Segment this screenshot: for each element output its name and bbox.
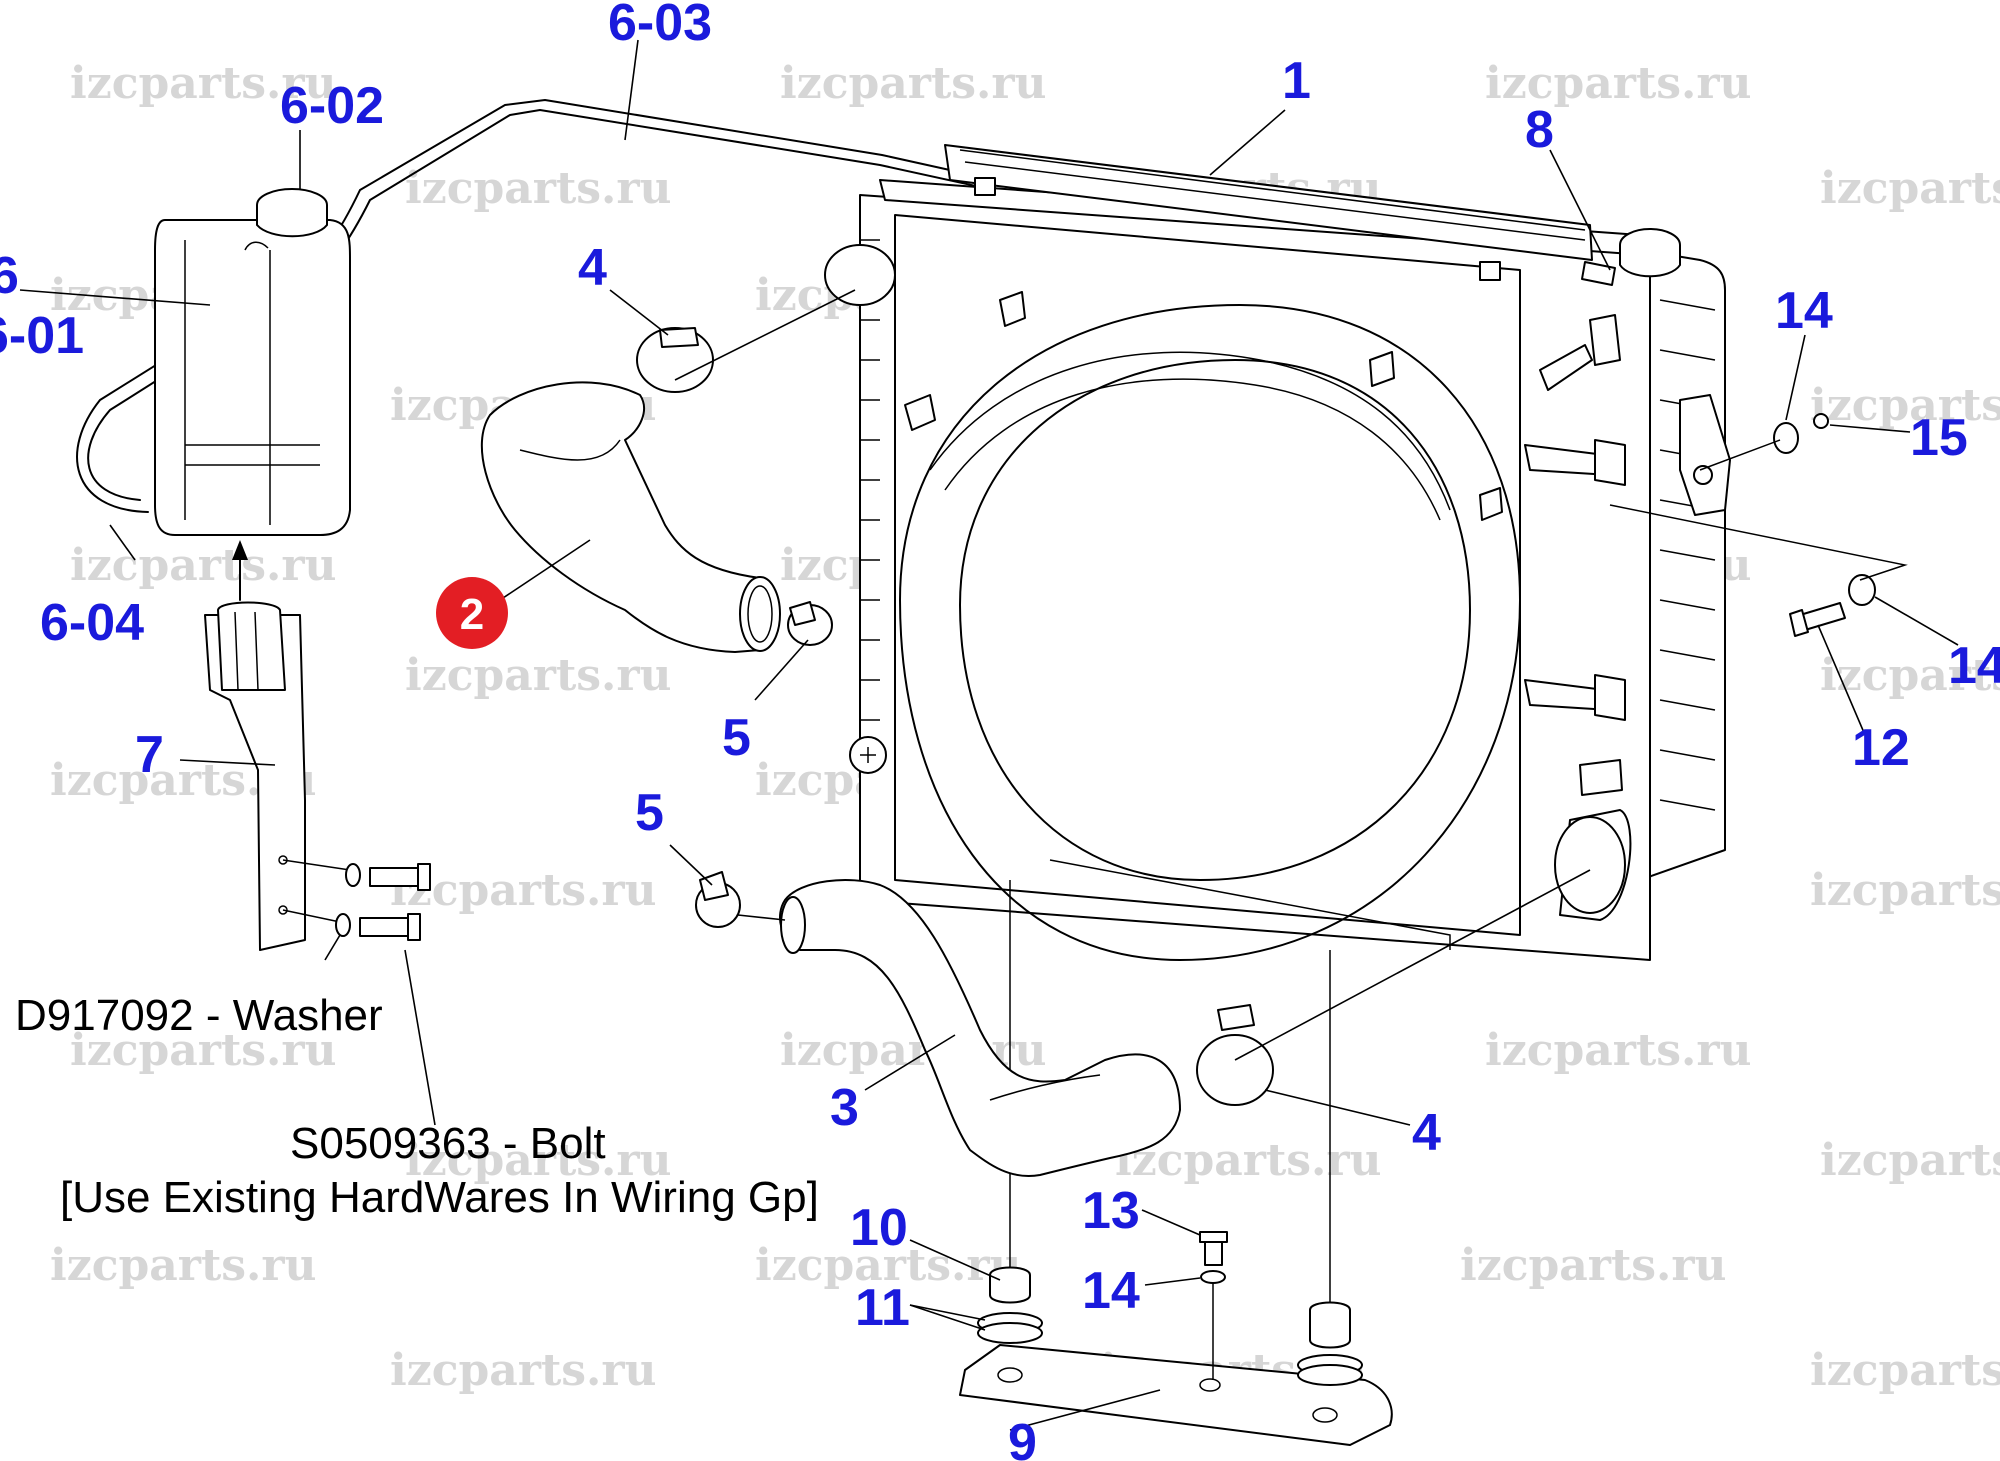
callout-13: 13 xyxy=(1082,1182,1140,1240)
mounting-plate xyxy=(959,1344,1393,1446)
radiator-core xyxy=(824,144,1731,1320)
watermark: izcparts.ru xyxy=(1820,650,2000,701)
callout-7: 7 xyxy=(135,726,164,784)
callout-9: 9 xyxy=(1008,1414,1037,1461)
watermark: izcparts.ru xyxy=(1820,1135,2000,1186)
callout-1: 1 xyxy=(1282,52,1311,110)
watermark: izcparts.ru xyxy=(390,865,657,916)
callout-4-upper: 4 xyxy=(578,239,607,297)
callout-5-upper: 5 xyxy=(722,709,751,767)
callout-14-right: 14 xyxy=(1948,637,2000,695)
hose-clamp-lower xyxy=(1196,1004,1274,1106)
reservoir-tank xyxy=(154,188,351,536)
hose-clamp-upper xyxy=(636,327,714,393)
callout-12: 12 xyxy=(1852,719,1910,777)
watermark: izcparts.ru xyxy=(1820,163,2000,214)
bottom-bolt-washer xyxy=(1199,1231,1228,1380)
hose-clamp-small-upper xyxy=(787,601,833,646)
callout-6-04: 6-04 xyxy=(40,594,144,652)
callout-5-lower: 5 xyxy=(635,784,664,842)
callout-6-03: 6-03 xyxy=(608,0,712,52)
bolt-note: S0509363 - Bolt xyxy=(290,1119,606,1168)
watermark: izcparts.ru xyxy=(405,1135,672,1186)
rubber-mounts xyxy=(977,1266,1363,1386)
callout-8: 8 xyxy=(1525,101,1554,159)
callout-14-bottom: 14 xyxy=(1082,1262,1140,1320)
watermark: izcparts.ru xyxy=(1485,1025,1752,1076)
callout-14-top: 14 xyxy=(1775,282,1833,340)
watermark: izcparts.ru xyxy=(390,1345,657,1396)
side-hardware xyxy=(1609,413,1908,637)
callout-6-02: 6-02 xyxy=(280,77,384,135)
callout-6: 6 xyxy=(0,247,19,305)
callout-15: 15 xyxy=(1910,409,1968,467)
hardware-note: [Use Existing HardWares In Wiring Gp] xyxy=(60,1173,819,1222)
callout-2: 2 xyxy=(460,590,484,639)
watermark: izcparts.ru xyxy=(50,1240,317,1291)
watermark: izcparts.ru xyxy=(405,650,672,701)
watermark: izcparts.ru xyxy=(1460,1240,1727,1291)
leader-lines xyxy=(19,39,1959,1431)
watermark: izcparts.ru xyxy=(780,58,1047,109)
watermark: izcparts.ru xyxy=(70,540,337,591)
callout-3: 3 xyxy=(830,1079,859,1137)
washer-bolt-hardware xyxy=(282,859,431,941)
part-notes: D917092 - Washer S0509363 - Bolt [Use Ex… xyxy=(15,991,819,1222)
watermark: izcparts.ru xyxy=(755,1240,1022,1291)
watermark: izcparts.ru xyxy=(1810,865,2000,916)
watermark: izcparts.ru xyxy=(405,163,672,214)
watermark: izcparts.ru xyxy=(1810,1345,2000,1396)
highlight-badge xyxy=(436,577,508,649)
watermark: izcparts.ru xyxy=(70,58,337,109)
arrow-head xyxy=(232,540,248,560)
washer-note: D917092 - Washer xyxy=(15,991,383,1040)
callout-10: 10 xyxy=(850,1199,908,1257)
watermark: izcparts.ru xyxy=(1810,380,2000,431)
callout-4-lower: 4 xyxy=(1412,1104,1441,1162)
callout-6-01: 6-01 xyxy=(0,307,84,365)
lower-hose xyxy=(779,879,1181,1177)
tank-bracket xyxy=(204,601,306,951)
callout-11: 11 xyxy=(855,1279,910,1337)
watermark: izcparts.ru xyxy=(70,1025,337,1076)
upper-hose xyxy=(480,381,781,653)
watermark: izcparts.ru xyxy=(1115,1135,1382,1186)
hose-clamp-small-lower xyxy=(695,871,741,928)
watermark: izcparts.ru xyxy=(1485,58,1752,109)
